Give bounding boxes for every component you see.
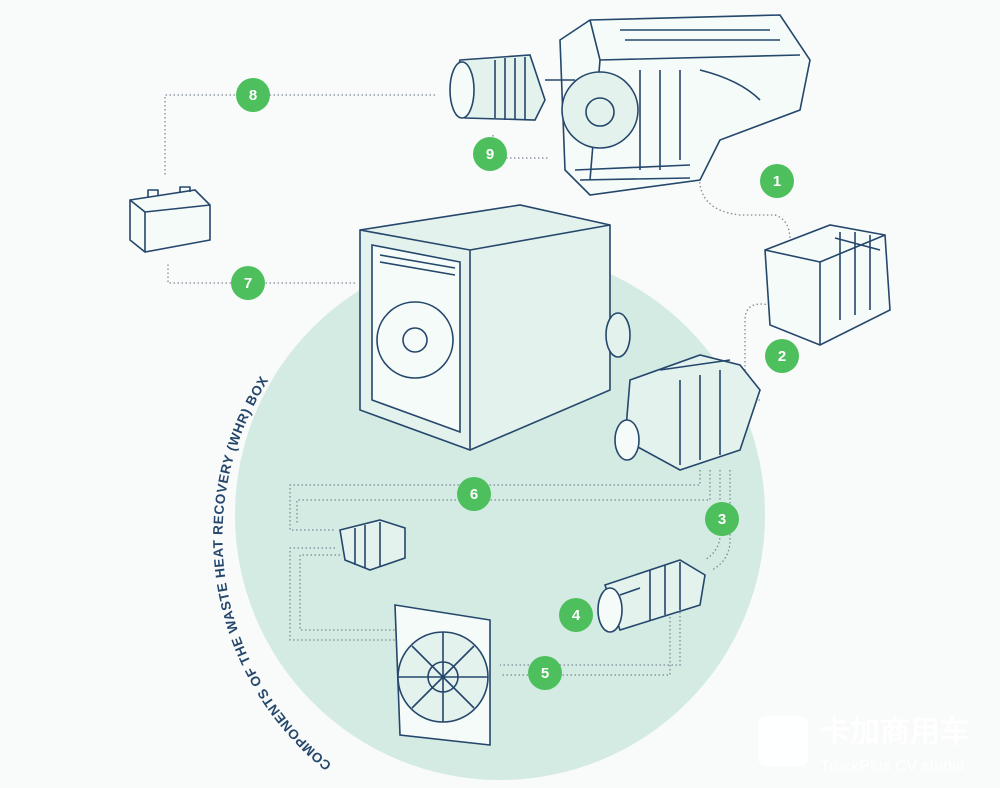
badge-2: 2 [765, 339, 799, 373]
svg-text:2: 2 [778, 348, 786, 365]
svg-text:9: 9 [486, 146, 494, 163]
watermark-en: TruckPlus CV studio [820, 758, 965, 775]
evaporator-illustration [614, 354, 761, 471]
pump-illustration [339, 519, 406, 571]
badge-6: 6 [457, 477, 491, 511]
badge-3: 3 [705, 502, 739, 536]
watermark-cn: 卡加商用车 [820, 716, 970, 749]
badge-5: 5 [528, 656, 562, 690]
svg-text:8: 8 [249, 87, 257, 104]
engine-illustration [559, 14, 811, 196]
condenser-illustration [394, 604, 491, 746]
watermark-logo-icon [758, 716, 808, 766]
svg-text:5: 5 [541, 665, 549, 682]
svg-text:6: 6 [470, 486, 478, 503]
badge-1: 1 [760, 164, 794, 198]
badge-4: 4 [559, 598, 593, 632]
badge-7: 7 [231, 266, 265, 300]
svg-text:3: 3 [718, 511, 726, 528]
svg-text:7: 7 [244, 275, 252, 292]
whr-box-illustration [359, 204, 631, 451]
badge-9: 9 [473, 137, 507, 171]
expander-illustration [597, 559, 706, 633]
battery-illustration [129, 186, 211, 253]
svg-text:4: 4 [572, 607, 581, 624]
aftertreatment-illustration [764, 224, 891, 346]
svg-text:1: 1 [773, 173, 781, 190]
generator-illustration [449, 54, 575, 121]
badge-8: 8 [236, 78, 270, 112]
